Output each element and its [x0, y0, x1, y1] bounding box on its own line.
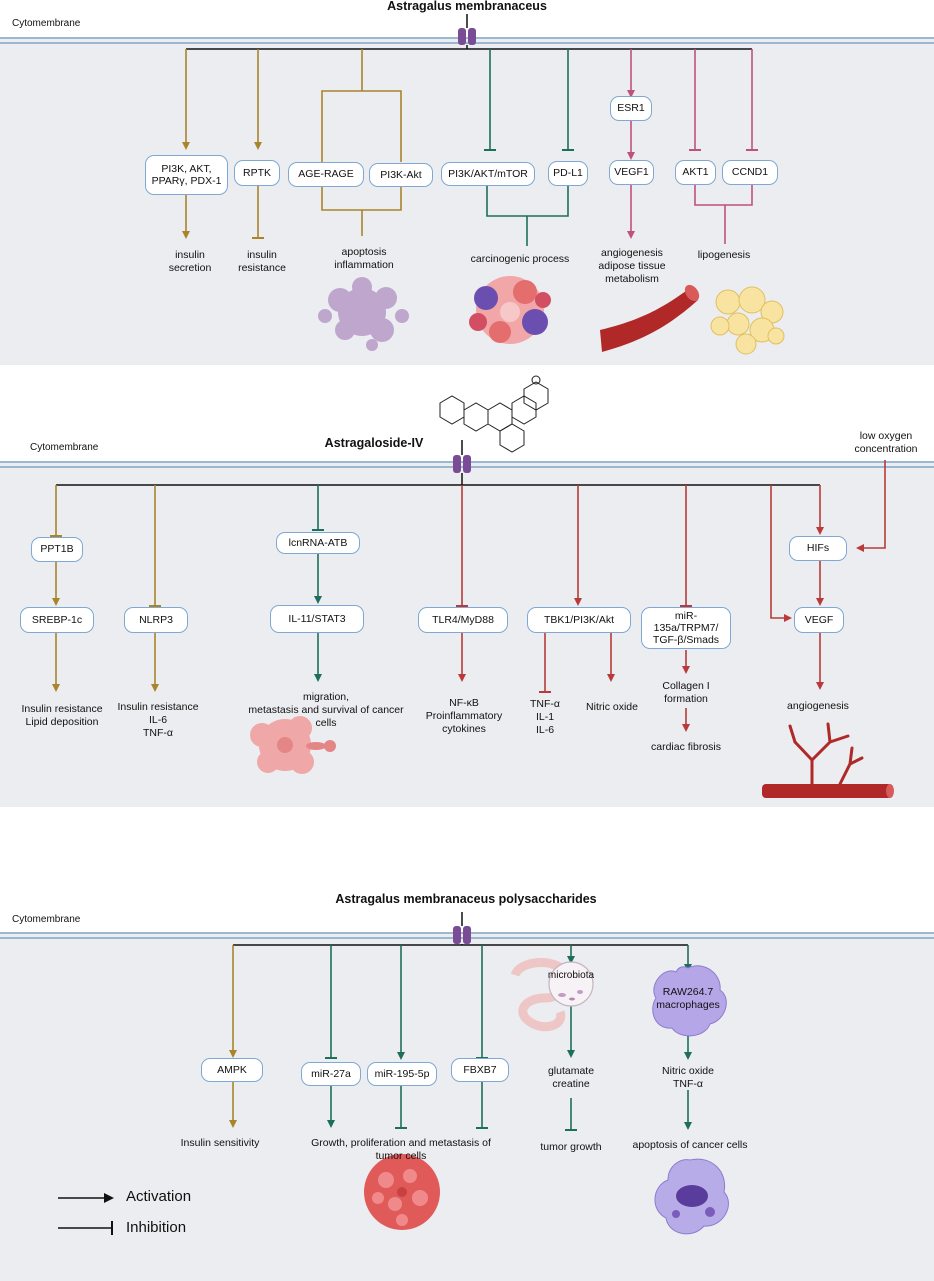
outcome-glutamate-creatine: glutamate creatine — [547, 1065, 595, 1090]
microbiota-illustration — [548, 961, 594, 1007]
node-ccnd1: CCND1 — [722, 160, 778, 185]
label-microbiota: microbiota — [547, 970, 595, 981]
node-vegf: VEGF — [794, 607, 844, 633]
legend-activation-label: Activation — [126, 1188, 192, 1205]
node-pd-l1: PD-L1 — [548, 161, 588, 186]
outcome-lipogenesis: lipogenesis — [697, 249, 751, 261]
receptor-2 — [453, 440, 471, 473]
node-il11-stat3: IL-11/STAT3 — [270, 605, 364, 633]
node-ppt1b: PPT1B — [31, 537, 83, 562]
outcome-angiogenesis-adipose: angiogenesis adipose tissue metabolism — [598, 247, 666, 285]
node-age-rage: AGE-RAGE — [288, 162, 364, 187]
intestine-illustration — [510, 958, 571, 1032]
label-raw264-macrophages: RAW264.7 macrophages — [656, 986, 720, 1011]
node-esr1: ESR1 — [610, 96, 652, 121]
node-ampk: AMPK — [201, 1058, 263, 1082]
node-mir-27a: miR-27a — [301, 1062, 361, 1086]
node-hifs: HIFs — [789, 536, 847, 561]
panel3-background — [0, 933, 934, 1281]
outcome-nfkb-cytokines: NF-κB Proinflammatory cytokines — [425, 697, 503, 735]
astragaloside-structure-illustration — [439, 375, 549, 453]
outcome-carcinogenic-process: carcinogenic process — [470, 253, 570, 265]
membrane-1 — [0, 37, 934, 44]
outcome-insulin-secretion: insulin secretion — [168, 249, 212, 274]
low-oxygen-label: low oxygen concentration — [854, 430, 918, 455]
node-vegf1: VEGF1 — [609, 160, 654, 185]
node-nlrp3: NLRP3 — [124, 607, 188, 633]
blood-vessel-branch-illustration — [762, 722, 894, 798]
node-pi3k-akt-pparg-pdx1: PI3K, AKT, PPARγ, PDX-1 — [145, 155, 228, 195]
outcome-insulin-resistance-il6: Insulin resistance IL-6 TNF-α — [117, 701, 199, 739]
outcome-angiogenesis: angiogenesis — [787, 700, 849, 712]
outcome-collagen-formation: Collagen I formation — [662, 680, 710, 705]
node-mir-195-5p: miR-195-5p — [367, 1062, 437, 1086]
outcome-insulin-resistance: insulin resistance — [238, 249, 286, 274]
node-srebp-1c: SREBP-1c — [20, 607, 94, 633]
outcome-apoptosis-cancer-cells: apoptosis of cancer cells — [632, 1139, 748, 1151]
outcome-growth-proliferation: Growth, proliferation and metastasis of … — [311, 1137, 491, 1162]
panel1-background — [0, 38, 934, 365]
outcome-insulin-resistance-lipid: Insulin resistance Lipid deposition — [21, 703, 103, 728]
panel3-title: Astragalus membranaceus polysaccharides — [335, 892, 597, 906]
node-pi3k-akt-mtor: PI3K/AKT/mTOR — [441, 162, 535, 186]
cancer-cell-cluster-illustration — [250, 716, 336, 774]
tumor-cell-illustration — [364, 1154, 440, 1230]
node-tlr4-myd88: TLR4/MyD88 — [418, 607, 508, 633]
outcome-insulin-sensitivity: Insulin sensitivity — [180, 1137, 260, 1149]
apoptotic-cell-illustration — [318, 277, 409, 351]
macrophage-illustration — [652, 965, 727, 1037]
node-tbk1-pi3k-akt: TBK1/PI3K/Akt — [527, 607, 631, 633]
outcome-tumor-growth: tumor growth — [540, 1141, 602, 1153]
node-akt1: AKT1 — [675, 160, 716, 185]
node-mir135a-trpm7: miR-135a/TRPM7/ TGF-β/Smads — [641, 607, 731, 649]
legend-inhibition-label: Inhibition — [126, 1219, 187, 1236]
node-pi3k-akt: PI3K-Akt — [369, 163, 433, 187]
receptor-3 — [453, 912, 471, 944]
outcome-nitric-oxide: Nitric oxide — [586, 701, 638, 713]
outcome-cardiac-fibrosis: cardiac fibrosis — [650, 741, 722, 753]
node-lncrna-atb: lcnRNA-ATB — [276, 532, 360, 554]
panel2-background — [0, 462, 934, 807]
panel2-cytomembrane-label: Cytomembrane — [30, 442, 99, 453]
panel1-cytomembrane-label: Cytomembrane — [12, 18, 81, 29]
panel3-cytomembrane-label: Cytomembrane — [12, 914, 81, 925]
outcome-tnf-il: TNF-α IL-1 IL-6 — [530, 698, 560, 736]
outcome-nitric-oxide-tnf: Nitric oxide TNF-α — [662, 1065, 714, 1090]
node-rptk: RPTK — [234, 160, 280, 186]
adipocytes-illustration — [710, 286, 785, 355]
cancer-cells-illustration — [469, 276, 551, 344]
outcome-migration-metastasis: migration, metastasis and survival of ca… — [248, 691, 404, 729]
apoptotic-cancer-cell-illustration — [654, 1158, 729, 1235]
node-fbxb7: FBXB7 — [451, 1058, 509, 1082]
panel1-title: Astragalus membranaceus — [387, 0, 547, 13]
panel2-title: Astragaloside-IV — [324, 436, 424, 450]
receptor-1 — [458, 14, 476, 45]
blood-vessel-illustration — [600, 284, 700, 352]
outcome-apoptosis-inflammation: apoptosis inflammation — [334, 246, 394, 271]
